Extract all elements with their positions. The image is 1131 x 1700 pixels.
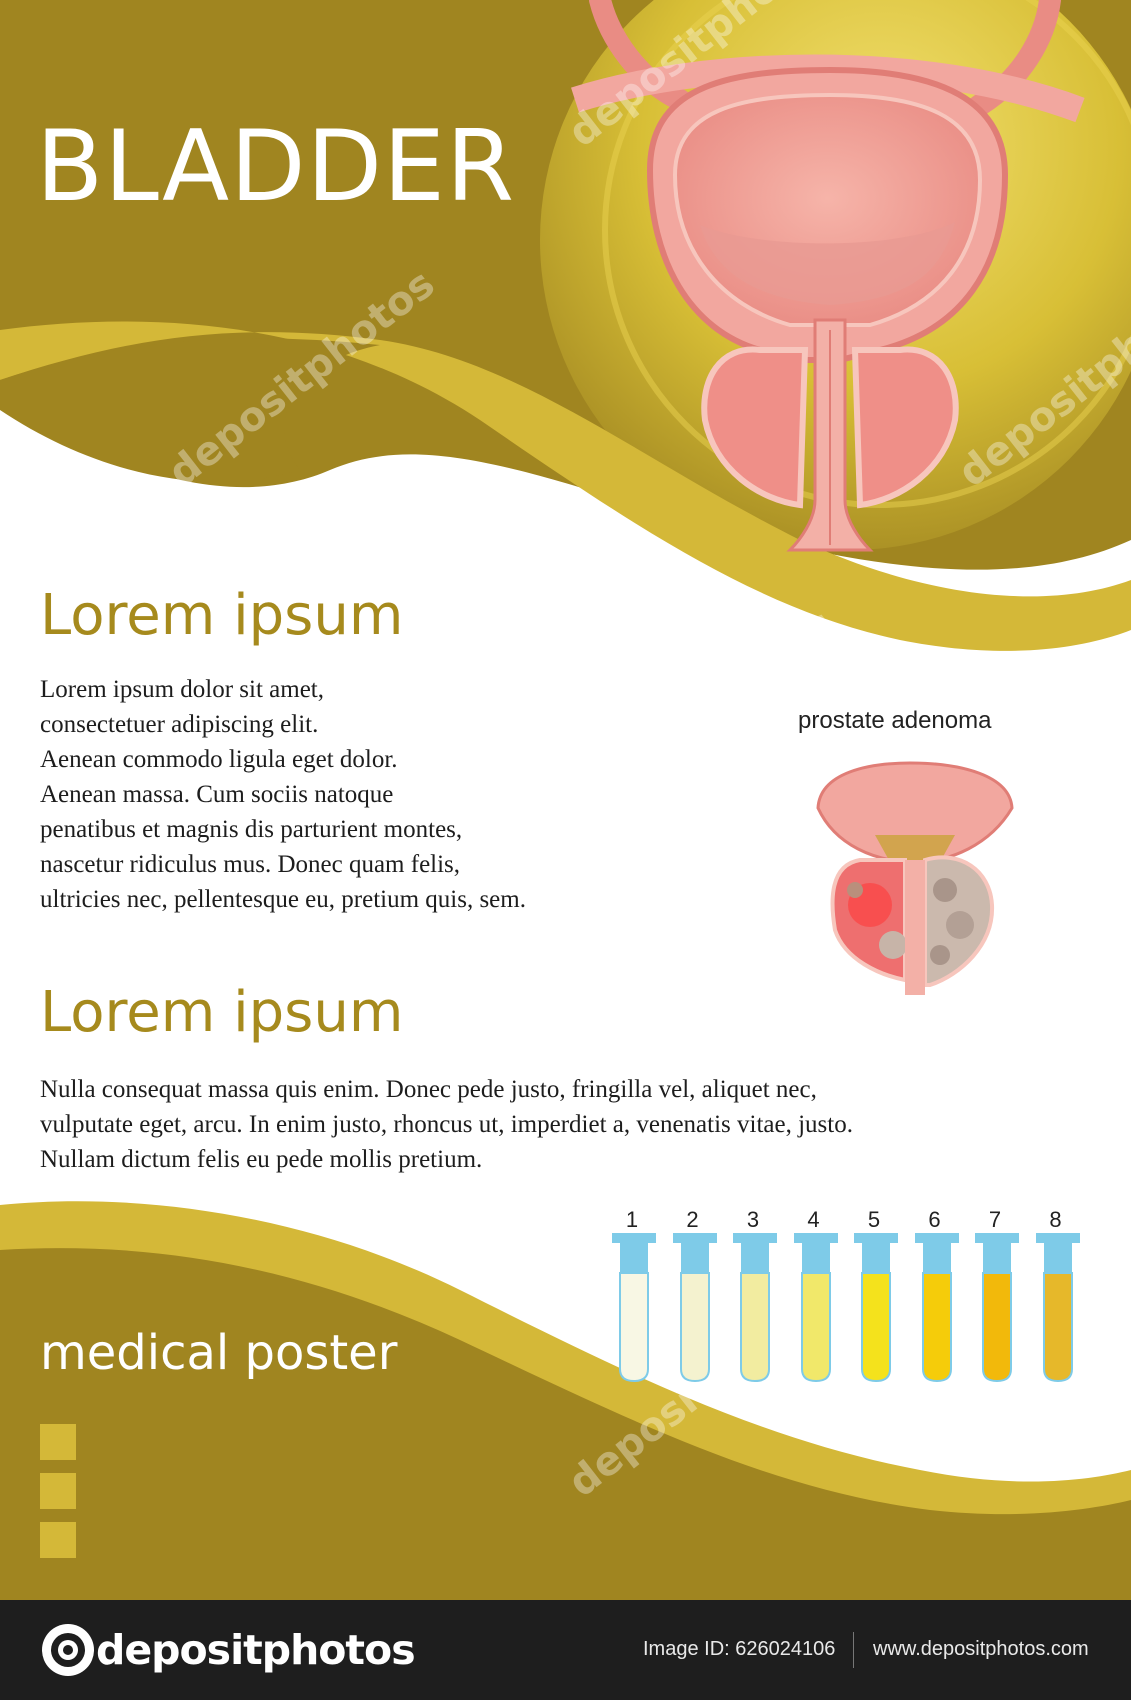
section-heading-1: Lorem ipsum (40, 583, 404, 648)
decor-square (40, 1473, 76, 1509)
decor-square (40, 1522, 76, 1558)
tube-number: 8 (1049, 1207, 1062, 1232)
footer-brand: depositphotos (96, 1626, 416, 1674)
footer-divider (853, 1632, 854, 1668)
tube-number: 7 (988, 1207, 1002, 1232)
prostate-adenoma-illustration (816, 761, 1014, 995)
body-line: Nullam dictum felis eu pede mollis preti… (40, 1146, 483, 1173)
tube-number: 5 (867, 1207, 881, 1232)
website-link[interactable]: www.depositphotos.com (873, 1638, 1089, 1660)
poster-title: BLADDER (36, 110, 516, 224)
body-line: vulputate eget, arcu. In enim justo, rho… (40, 1111, 853, 1138)
top-gold-wave (0, 321, 1131, 651)
body-line: ultricies nec, pellentesque eu, pretium … (40, 886, 526, 913)
section-body-2: Nulla consequat massa quis enim. Donec p… (40, 1072, 853, 1177)
footer-bar: depositphotos Image ID: 626024106 www.de… (0, 1600, 1131, 1700)
camera-logo-icon (42, 1624, 94, 1676)
urine-tube (1035, 1233, 1080, 1383)
urine-tube (672, 1233, 717, 1383)
tube-number: 1 (625, 1207, 639, 1232)
prostate-adenoma-label: prostate adenoma (798, 707, 992, 734)
body-line: Nulla consequat massa quis enim. Donec p… (40, 1076, 817, 1103)
tube-number: 3 (746, 1207, 760, 1232)
urine-tube (612, 1233, 656, 1383)
decor-square (40, 1424, 76, 1460)
body-line: Aenean massa. Cum sociis natoque (40, 781, 394, 808)
body-line: Aenean commodo ligula eget dolor. (40, 746, 398, 773)
poster-background (0, 0, 1131, 1600)
bladder-illustration (571, 0, 1085, 552)
tube-number: 6 (928, 1207, 941, 1232)
urine-tube (733, 1233, 777, 1383)
urine-tube (793, 1233, 838, 1383)
section-heading-2: Lorem ipsum (40, 980, 404, 1045)
bottom-olive-band (0, 1248, 1131, 1600)
body-line: consectetuer adipiscing elit. (40, 711, 319, 738)
body-line: penatibus et magnis dis parturient monte… (40, 816, 463, 843)
body-line: Lorem ipsum dolor sit amet, (40, 676, 324, 703)
image-id: Image ID: 626024106 (643, 1638, 836, 1660)
urine-tube (914, 1233, 959, 1383)
tube-number: 4 (807, 1207, 820, 1232)
section-body-1: Lorem ipsum dolor sit amet, consectetuer… (40, 672, 526, 917)
poster-subtitle: medical poster (40, 1325, 398, 1381)
urine-tube (975, 1233, 1019, 1383)
body-line: nascetur ridiculus mus. Donec quam felis… (40, 851, 461, 878)
urine-tube (854, 1233, 898, 1383)
tube-number: 2 (686, 1207, 699, 1232)
